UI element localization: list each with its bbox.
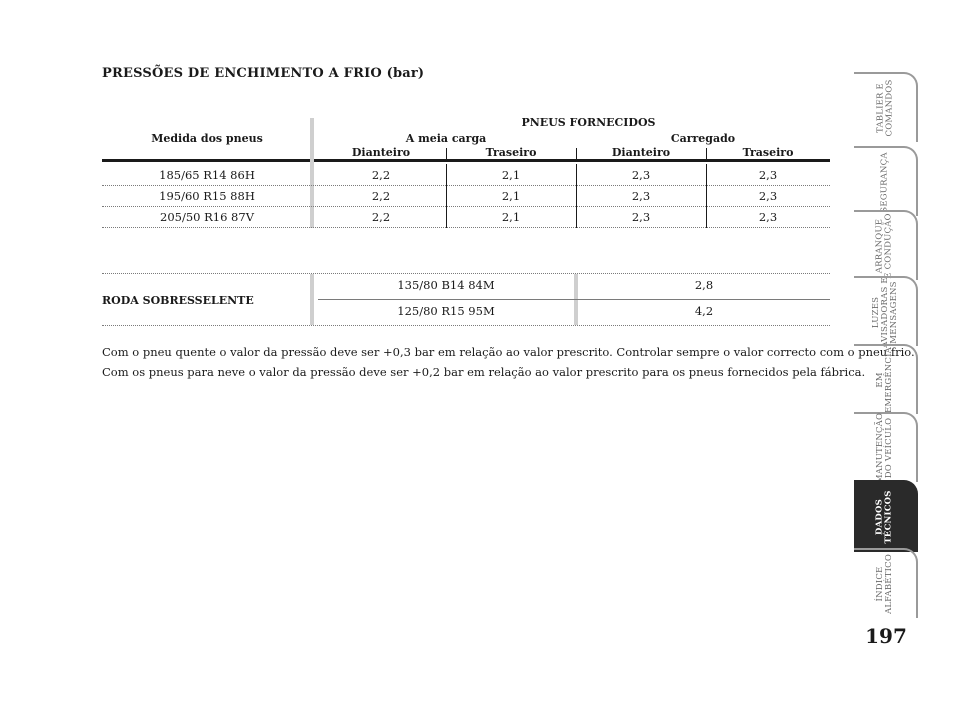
loaded-rear-header: Traseiro (742, 146, 794, 159)
column-tick (706, 148, 707, 160)
note-snow-tire: Com os pneus para neve o valor da pressã… (102, 365, 866, 379)
column-divider (576, 164, 577, 228)
spare-pressure: 2,8 (694, 278, 714, 292)
note-hot-tire: Com o pneu quente o valor da pressão dev… (102, 345, 915, 359)
pressure-table-header: Medida dos pneus PNEUS FORNECIDOS A meia… (102, 112, 830, 160)
spare-separator-bar (310, 274, 314, 325)
half-load-header: A meia carga (405, 132, 487, 145)
tab-arranque-conducao[interactable]: ARRANQUE E CONDUÇÃO (854, 210, 918, 280)
pressure-value: 2,3 (758, 168, 778, 182)
spare-rule-top (102, 273, 830, 274)
half-load-front-header: Dianteiro (351, 146, 411, 159)
loaded-front-header: Dianteiro (611, 146, 671, 159)
tab-manutencao-veiculo[interactable]: MANUTENÇÃO DO VEÍCULO (854, 412, 918, 484)
pressure-value: 2,1 (501, 168, 521, 182)
column-separator-bar (310, 118, 314, 228)
pressure-value: 2,3 (631, 168, 651, 182)
section-title: PRESSÕES DE ENCHIMENTO A FRIO (bar) (102, 66, 425, 81)
header-rule (102, 159, 830, 162)
pressure-value: 2,3 (631, 210, 651, 224)
tab-em-emergencia[interactable]: EM EMERGÊNCIA (854, 344, 918, 414)
column-divider (446, 164, 447, 228)
spare-tire-size: 135/80 B14 84M (397, 278, 495, 292)
table-row: 195/60 R15 88H 2,2 2,1 2,3 2,3 (102, 185, 830, 207)
column-tick (446, 148, 447, 160)
pressure-value: 2,2 (371, 168, 391, 182)
spare-rule-middle (318, 299, 830, 300)
tab-label: LUZES AVISADORAS E MENSAGENS (870, 276, 899, 348)
tab-label: EM EMERGÊNCIA (875, 347, 895, 413)
pressure-value: 2,3 (758, 189, 778, 203)
tab-label: ARRANQUE E CONDUÇÃO (875, 213, 894, 279)
pressure-value: 2,1 (501, 210, 521, 224)
table-row: 205/50 R16 87V 2,2 2,1 2,3 2,3 (102, 206, 830, 228)
tire-size: 205/50 R16 87V (160, 210, 254, 224)
tire-size: 195/60 R15 88H (159, 189, 255, 203)
pressure-value: 2,2 (371, 210, 391, 224)
pressure-value: 2,1 (501, 189, 521, 203)
half-load-rear-header: Traseiro (485, 146, 537, 159)
spare-tire-size: 125/80 R15 95M (397, 304, 495, 318)
loaded-header: Carregado (670, 132, 736, 145)
tire-size: 185/65 R14 86H (159, 168, 255, 182)
table-row: 185/65 R14 86H 2,2 2,1 2,3 2,3 (102, 164, 830, 186)
tab-tablier-comandos[interactable]: TABLIER E COMANDOS (854, 72, 918, 142)
tire-size-header: Medida dos pneus (151, 132, 263, 145)
supplied-tires-header: PNEUS FORNECIDOS (521, 116, 656, 129)
pressure-value: 2,2 (371, 189, 391, 203)
tab-label: TABLIER E COMANDOS (875, 79, 894, 137)
spare-rule-bottom (102, 325, 830, 326)
page-number: 197 (865, 624, 907, 648)
tab-indice-alfabetico[interactable]: ÍNDICE ALFABÉTICO (854, 548, 918, 618)
tab-label: ÍNDICE ALFABÉTICO (875, 553, 894, 615)
tab-label: MANUTENÇÃO DO VEÍCULO (875, 412, 894, 484)
spare-pressure: 4,2 (694, 304, 714, 318)
tab-label: SEGURANÇA (879, 151, 890, 213)
pressure-value: 2,3 (758, 210, 778, 224)
tab-luzes-avisadoras[interactable]: LUZES AVISADORAS E MENSAGENS (854, 276, 918, 348)
tab-seguranca[interactable]: SEGURANÇA (854, 146, 918, 216)
tab-label: DADOS TÉCNICOS (874, 490, 894, 544)
tab-dados-tecnicos[interactable]: DADOS TÉCNICOS (854, 480, 918, 552)
pressure-value: 2,3 (631, 189, 651, 203)
column-divider (706, 164, 707, 228)
spare-wheel-label: RODA SOBRESSELENTE (102, 294, 254, 307)
column-tick (576, 148, 577, 160)
